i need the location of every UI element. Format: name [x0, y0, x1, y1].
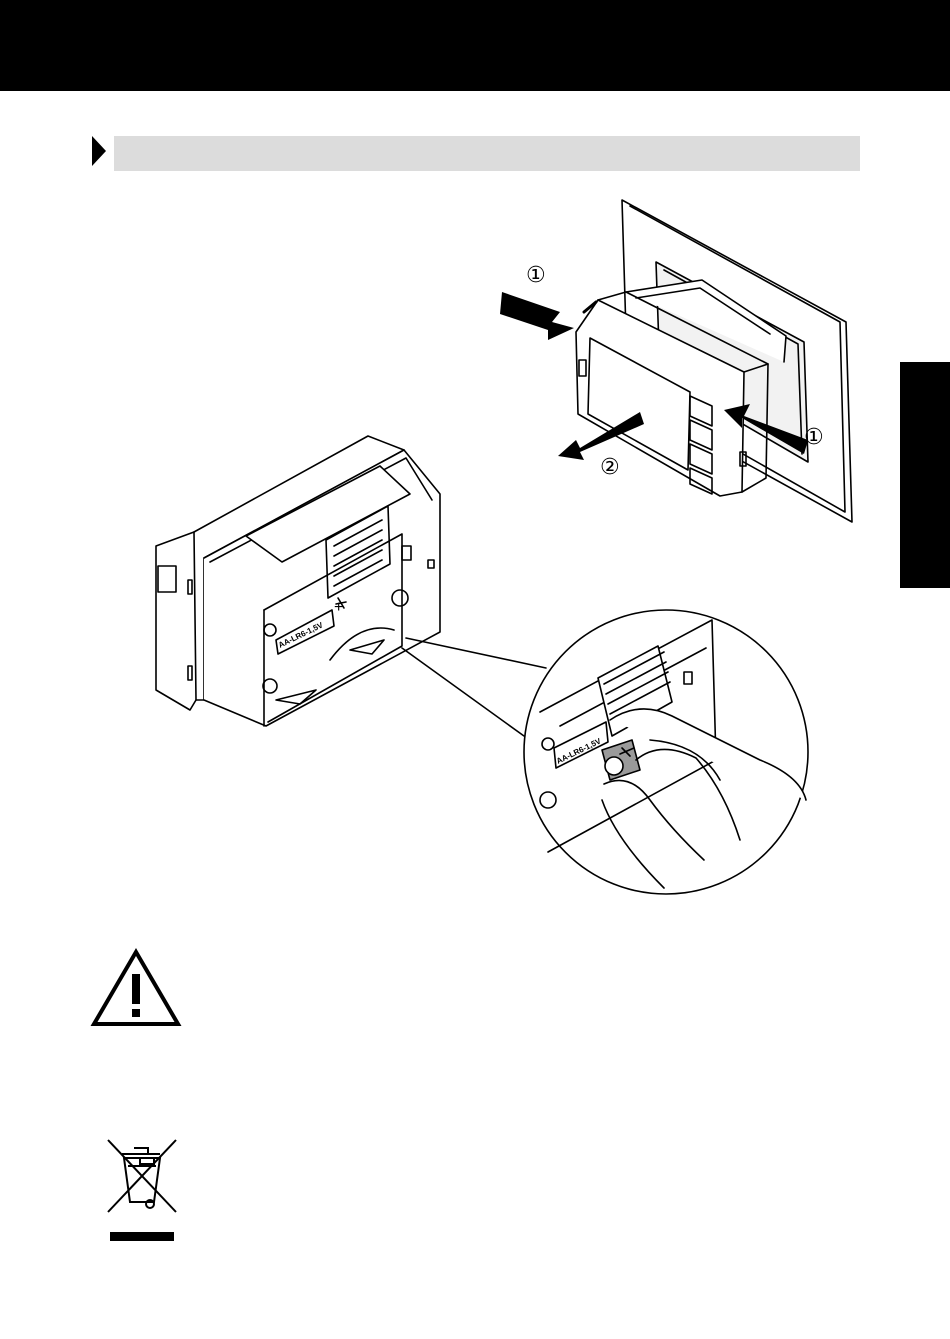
warning-triangle-icon [90, 948, 182, 1028]
zoom-leader-bottom [402, 648, 524, 736]
press-arrow-left [500, 292, 574, 340]
crossed-out-wheelie-bin-icon [104, 1136, 180, 1246]
zoom-leader-top [406, 638, 546, 668]
callout-2: ② [600, 455, 620, 480]
callout-1-top: ① [526, 263, 546, 288]
callout-1-right: ① [804, 425, 824, 450]
polarity-plus: + [334, 599, 343, 616]
device-rear-view [156, 436, 440, 726]
